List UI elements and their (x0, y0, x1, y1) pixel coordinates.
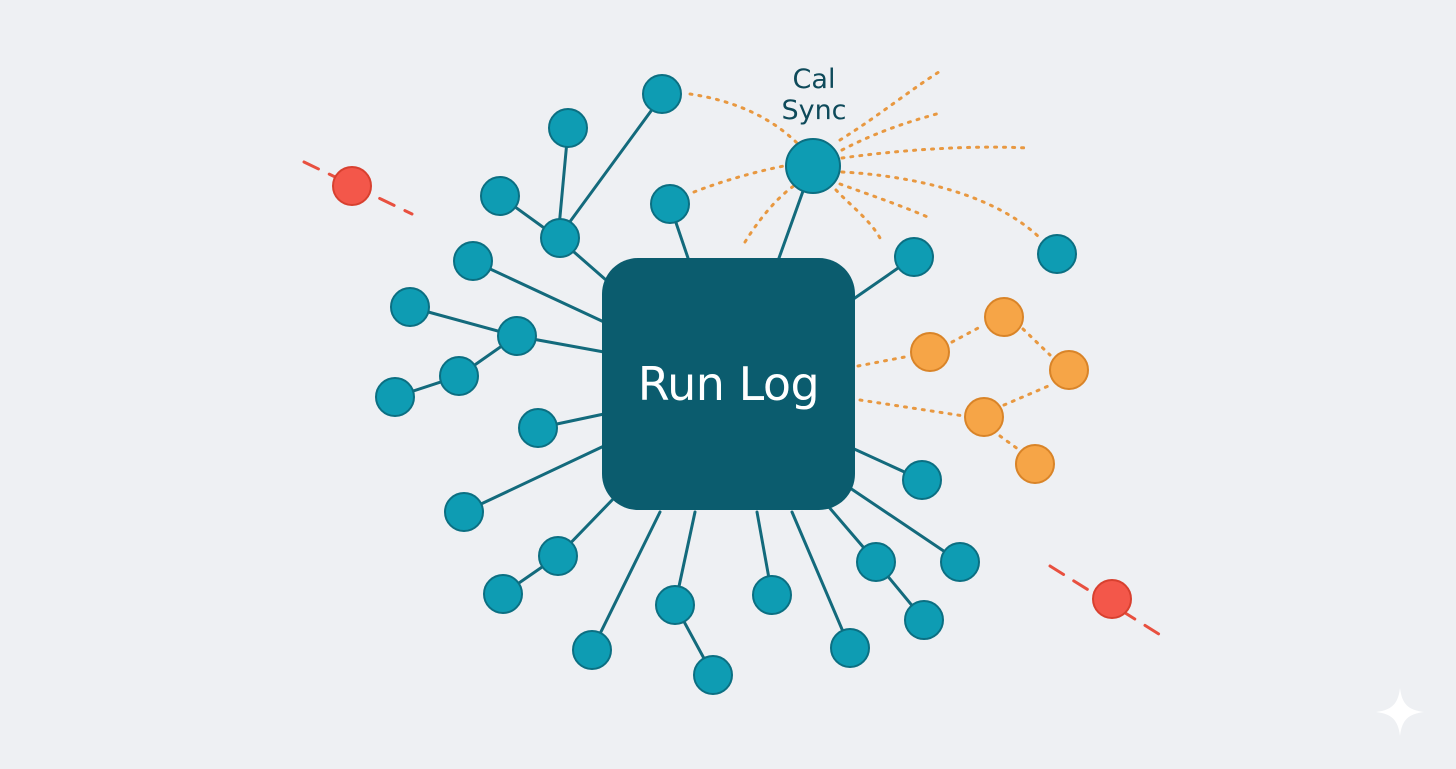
cal-sync-edge (840, 145, 1030, 160)
sparkle-icon (1376, 688, 1424, 736)
red-node[interactable] (332, 166, 372, 206)
edge (462, 444, 606, 514)
node[interactable] (390, 287, 430, 327)
node[interactable] (480, 176, 520, 216)
cal-sync-edge (840, 170, 1042, 240)
cal-sync-label-line1: Cal (792, 64, 836, 95)
cal-sync-node[interactable] (785, 138, 841, 194)
edge (590, 510, 662, 652)
orange-edge (1021, 327, 1052, 357)
orange-node[interactable] (1015, 444, 1055, 484)
hub-label: Run Log (637, 357, 820, 411)
node[interactable] (538, 536, 578, 576)
node[interactable] (894, 237, 934, 277)
node[interactable] (655, 585, 695, 625)
node[interactable] (540, 218, 580, 258)
node[interactable] (572, 630, 612, 670)
node[interactable] (497, 316, 537, 356)
node[interactable] (1037, 234, 1077, 274)
node[interactable] (940, 542, 980, 582)
cal-sync-edge (692, 161, 802, 194)
cal-sync-label-line2: Sync (781, 95, 847, 126)
orange-node[interactable] (964, 397, 1004, 437)
orange-node[interactable] (1049, 350, 1089, 390)
node[interactable] (650, 184, 690, 224)
node[interactable] (642, 74, 682, 114)
orange-edge (858, 398, 966, 418)
edge (790, 510, 852, 650)
orange-edge (1002, 382, 1055, 407)
node[interactable] (453, 241, 493, 281)
node[interactable] (439, 356, 479, 396)
node[interactable] (483, 574, 523, 614)
cal-sync-edge (743, 178, 805, 244)
node[interactable] (518, 408, 558, 448)
node[interactable] (548, 108, 588, 148)
orange-edge (998, 434, 1024, 454)
cal-sync-edge (838, 68, 944, 142)
node[interactable] (444, 492, 484, 532)
node[interactable] (830, 628, 870, 668)
orange-node[interactable] (984, 297, 1024, 337)
node[interactable] (902, 460, 942, 500)
nodes-layer (332, 74, 1132, 695)
orange-edge (856, 354, 912, 368)
node[interactable] (375, 377, 415, 417)
cal-sync-label: Cal Sync (762, 64, 866, 126)
node[interactable] (856, 542, 896, 582)
edge (848, 486, 962, 564)
node[interactable] (904, 600, 944, 640)
orange-edge (950, 324, 984, 344)
edge (556, 94, 664, 240)
node[interactable] (693, 655, 733, 695)
red-node[interactable] (1092, 579, 1132, 619)
node[interactable] (752, 575, 792, 615)
cal-sync-edge (688, 92, 802, 148)
run-log-hub[interactable]: Run Log (602, 258, 855, 510)
edge (471, 259, 606, 324)
cal-sync-edge (838, 182, 932, 220)
orange-node[interactable] (910, 332, 950, 372)
